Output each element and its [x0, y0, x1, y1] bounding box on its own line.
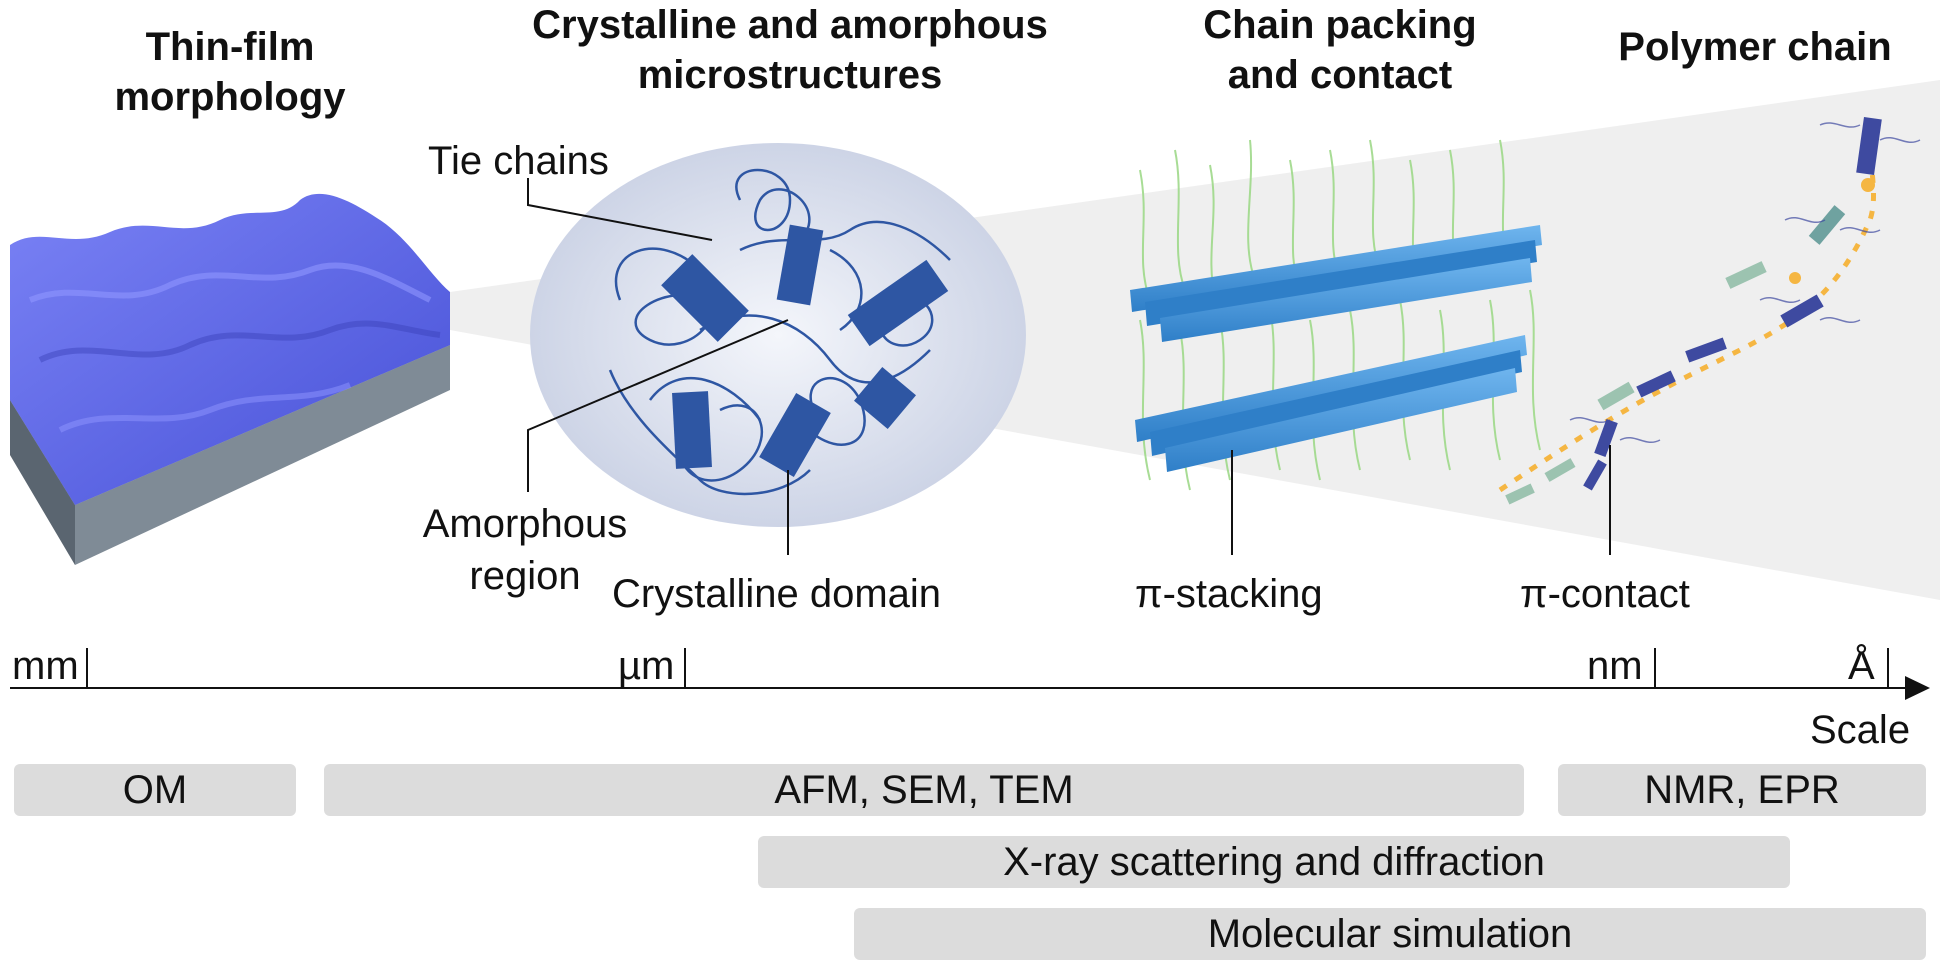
- header-thin-film-line2: morphology: [114, 75, 346, 119]
- label-tie-chains: Tie chains: [428, 139, 609, 183]
- header-chain-packing: Chain packing and contact: [1170, 0, 1510, 100]
- unit-nm: nm: [1587, 644, 1643, 688]
- technique-molecular-simulation: Molecular simulation: [854, 908, 1926, 960]
- label-pi-contact: π-contact: [1520, 572, 1690, 616]
- header-micro-line2: microstructures: [637, 53, 943, 97]
- header-micro-line1: Crystalline and amorphous: [532, 3, 1048, 47]
- unit-um: µm: [618, 644, 675, 688]
- label-amorphous-line2: region: [469, 554, 581, 598]
- unit-angstrom: Å: [1848, 644, 1875, 688]
- scale-axis-arrow: [1905, 676, 1930, 700]
- polymer-side-chains: [1569, 122, 1921, 443]
- technique-afm-sem-tem: AFM, SEM, TEM: [324, 764, 1524, 816]
- header-microstructures: Crystalline and amorphous microstructure…: [500, 0, 1080, 100]
- header-thin-film-line1: Thin-film: [145, 25, 315, 69]
- label-amorphous-region: Amorphous region: [410, 498, 640, 602]
- header-packing-line1: Chain packing: [1203, 3, 1477, 47]
- unit-mm: mm: [12, 644, 79, 688]
- polymer-chain: [1498, 117, 1882, 505]
- side-chains: [1139, 139, 1541, 491]
- microstructure-disc: [530, 143, 1026, 527]
- technique-om: OM: [14, 764, 296, 816]
- header-packing-line2: and contact: [1227, 53, 1453, 97]
- crystalline-blocks: [661, 224, 949, 478]
- technique-xray: X-ray scattering and diffraction: [758, 836, 1790, 888]
- header-thin-film: Thin-film morphology: [90, 22, 370, 122]
- header-chain-line1: Polymer chain: [1618, 25, 1892, 69]
- pi-stack-sheets: [1130, 225, 1542, 472]
- header-polymer-chain: Polymer chain: [1590, 22, 1920, 72]
- technique-nmr-epr: NMR, EPR: [1558, 764, 1926, 816]
- label-amorphous-line1: Amorphous: [422, 502, 628, 546]
- micro-leader-lines: [527, 178, 789, 555]
- label-pi-stacking: π-stacking: [1135, 572, 1323, 616]
- label-crystalline-domain: Crystalline domain: [612, 572, 942, 616]
- scale-axis-label: Scale: [1810, 708, 1911, 752]
- thin-film-block: [10, 193, 450, 565]
